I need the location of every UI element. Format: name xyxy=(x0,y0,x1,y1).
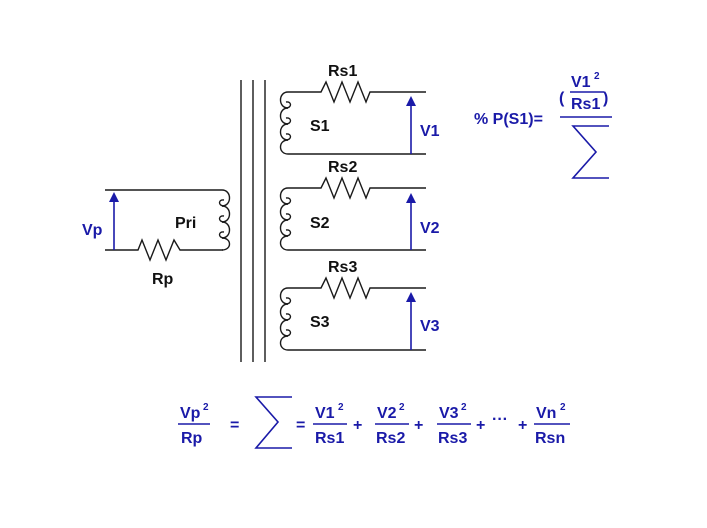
t1-den: Rs1 xyxy=(315,430,344,447)
percent-power-formula: % P(S1)= ( V1 2 Rs1 ) xyxy=(474,71,612,179)
t2-den: Rs2 xyxy=(376,430,405,447)
t0-den: Rp xyxy=(181,430,203,447)
vp-label: Vp xyxy=(82,222,103,239)
t3-den: Rs3 xyxy=(438,430,467,447)
sigma-symbol xyxy=(571,125,609,179)
vp-arrow xyxy=(109,192,119,250)
plus3: + xyxy=(476,417,485,434)
s3-label: S3 xyxy=(310,314,330,331)
v3-arrow xyxy=(406,292,416,350)
power-sum-equation: Vp 2 Rp = = V1 2 Rs1 + V2 2 Rs2 + V3 2 R… xyxy=(178,396,570,449)
secondary-s3 xyxy=(279,276,426,351)
s1-label: S1 xyxy=(310,118,330,135)
t2-exp: 2 xyxy=(399,402,405,413)
v1-label: V1 xyxy=(420,123,440,140)
tn-exp: 2 xyxy=(560,402,566,413)
plus2: + xyxy=(414,417,423,434)
secondary-s2 xyxy=(279,176,426,251)
t1-num: V1 xyxy=(315,405,335,422)
eq1: = xyxy=(230,417,239,434)
tn-den: Rsn xyxy=(535,430,565,447)
rp-label: Rp xyxy=(152,271,174,288)
plus4: + xyxy=(518,417,527,434)
t2-num: V2 xyxy=(377,405,397,422)
rs1-label: Rs1 xyxy=(328,63,357,80)
open-paren: ( xyxy=(559,90,565,107)
ellipsis: ··· xyxy=(492,411,508,428)
pct-num-exp: 2 xyxy=(594,71,600,82)
pri-label: Pri xyxy=(175,215,196,232)
rs2-label: Rs2 xyxy=(328,159,357,176)
v2-arrow xyxy=(406,193,416,250)
s2-label: S2 xyxy=(310,215,330,232)
v1-arrow xyxy=(406,96,416,154)
close-paren: ) xyxy=(603,90,608,107)
sum-sigma xyxy=(254,396,292,449)
primary-circuit xyxy=(105,189,231,262)
pct-num-base: V1 xyxy=(571,74,591,91)
v2-label: V2 xyxy=(420,220,440,237)
eq2: = xyxy=(296,417,305,434)
percent-prefix: % P(S1)= xyxy=(474,111,543,128)
pct-den: Rs1 xyxy=(571,96,600,113)
v3-label: V3 xyxy=(420,318,440,335)
t3-num: V3 xyxy=(439,405,459,422)
secondary-s1 xyxy=(279,80,426,155)
rs3-label: Rs3 xyxy=(328,259,357,276)
t3-exp: 2 xyxy=(461,402,467,413)
transformer-core xyxy=(240,80,266,362)
t0-num: Vp xyxy=(180,405,201,422)
plus1: + xyxy=(353,417,362,434)
t0-exp: 2 xyxy=(203,402,209,413)
t1-exp: 2 xyxy=(338,402,344,413)
tn-num: Vn xyxy=(536,405,556,422)
